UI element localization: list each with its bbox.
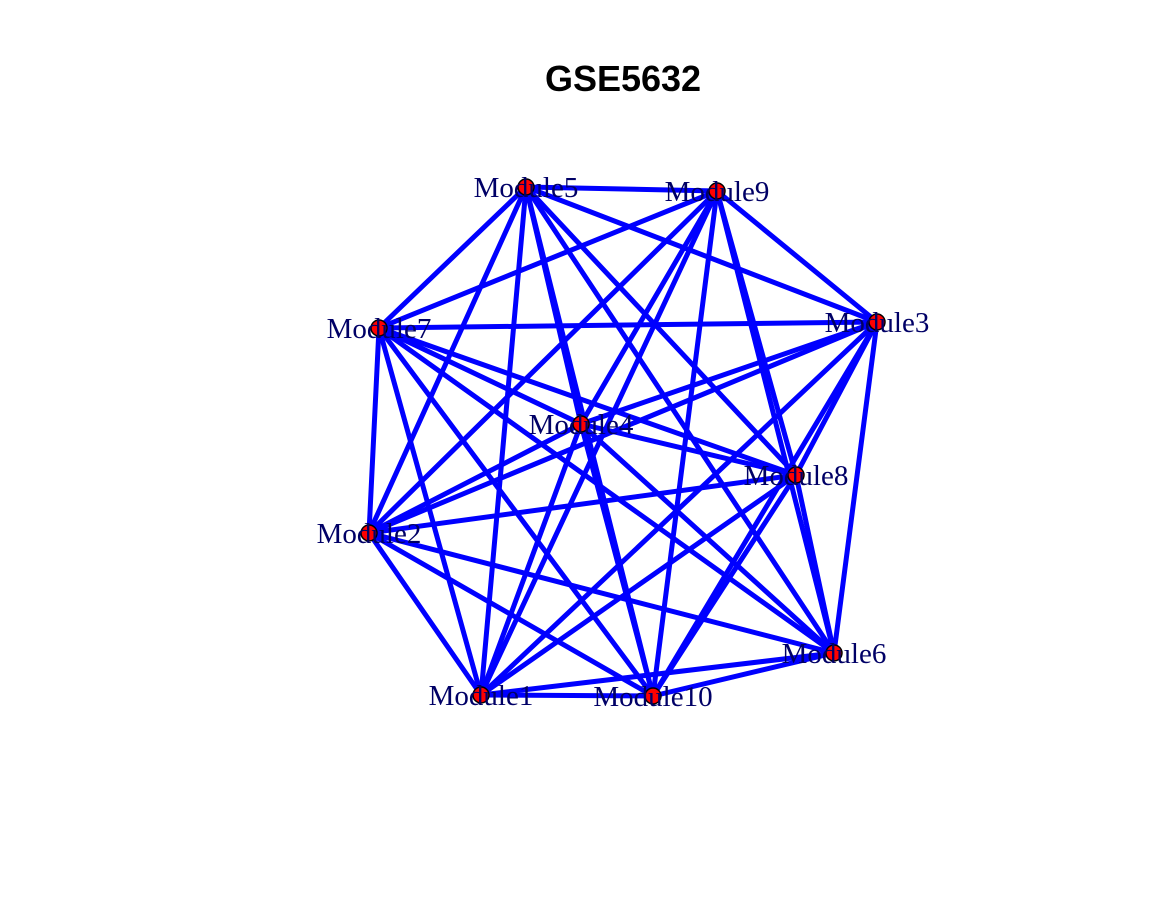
edge-module5-module6 bbox=[523, 184, 837, 656]
node-marker bbox=[708, 182, 726, 200]
edge-module7-module2 bbox=[366, 325, 382, 536]
edge-module1-module6 bbox=[478, 650, 837, 698]
edge-module8-module1 bbox=[478, 472, 799, 698]
edge-module5-module9 bbox=[523, 184, 720, 194]
edge-module5-module8 bbox=[523, 184, 799, 478]
node-module7 bbox=[370, 319, 388, 337]
edge-module8-module10 bbox=[650, 472, 799, 699]
node-label-module9: Module9 bbox=[665, 176, 770, 208]
node-marker bbox=[360, 524, 378, 542]
edge-module7-module4 bbox=[376, 325, 584, 427]
edge-module9-module3 bbox=[714, 188, 880, 325]
edge-module7-module8 bbox=[376, 325, 799, 478]
edge-module7-module6 bbox=[376, 325, 837, 656]
edge-module3-module2 bbox=[366, 319, 880, 536]
edge-module9-module4 bbox=[578, 188, 720, 427]
node-label-module2: Module2 bbox=[317, 518, 422, 550]
node-marker bbox=[825, 644, 843, 662]
node-module1 bbox=[472, 686, 490, 704]
edge-module10-module6 bbox=[650, 650, 837, 699]
node-module8 bbox=[787, 466, 805, 484]
node-module4 bbox=[572, 415, 590, 433]
edge-module4-module10 bbox=[578, 421, 656, 699]
edge-module5-module7 bbox=[376, 184, 529, 331]
edge-module4-module8 bbox=[578, 421, 799, 478]
edge-module1-module10 bbox=[478, 692, 656, 699]
node-label-module4: Module4 bbox=[529, 409, 634, 441]
edge-module9-module10 bbox=[650, 188, 720, 699]
node-marker bbox=[472, 686, 490, 704]
edge-module4-module1 bbox=[478, 421, 584, 698]
edge-module2-module6 bbox=[366, 530, 837, 656]
figure-title: GSE5632 bbox=[544, 58, 702, 99]
node-marker bbox=[644, 687, 662, 705]
node-marker bbox=[868, 313, 886, 331]
node-label-module3: Module3 bbox=[825, 307, 930, 339]
edge-module7-module1 bbox=[376, 325, 484, 698]
edge-module3-module10 bbox=[650, 319, 880, 699]
node-marker bbox=[517, 178, 535, 196]
node-marker bbox=[572, 415, 590, 433]
edge-module9-module7 bbox=[376, 188, 720, 331]
edge-module5-module3 bbox=[523, 184, 880, 325]
edge-module2-module10 bbox=[366, 530, 656, 699]
edge-module4-module2 bbox=[366, 421, 584, 536]
edge-module9-module2 bbox=[366, 188, 720, 536]
node-marker bbox=[787, 466, 805, 484]
node-module3 bbox=[868, 313, 886, 331]
edge-module7-module3 bbox=[376, 319, 880, 331]
node-label-module8: Module8 bbox=[744, 460, 849, 492]
node-module5 bbox=[517, 178, 535, 196]
node-module10 bbox=[644, 687, 662, 705]
edge-module3-module4 bbox=[578, 319, 880, 427]
edge-module9-module6 bbox=[714, 188, 837, 656]
node-label-module7: Module7 bbox=[327, 313, 432, 345]
edge-module8-module6 bbox=[793, 472, 837, 656]
edge-module2-module1 bbox=[366, 530, 484, 698]
node-module9 bbox=[708, 182, 726, 200]
node-label-module1: Module1 bbox=[429, 680, 534, 712]
node-module6 bbox=[825, 644, 843, 662]
node-label-module6: Module6 bbox=[782, 638, 887, 670]
edge-module3-module6 bbox=[831, 319, 880, 656]
edge-module8-module2 bbox=[366, 472, 799, 536]
node-module2 bbox=[360, 524, 378, 542]
labels-layer: Module1Module2Module3Module4Module5Modul… bbox=[317, 172, 930, 713]
node-label-module10: Module10 bbox=[593, 681, 712, 713]
nodes-layer bbox=[360, 178, 886, 705]
node-label-module5: Module5 bbox=[474, 172, 579, 204]
edges-layer bbox=[366, 184, 880, 699]
node-marker bbox=[370, 319, 388, 337]
